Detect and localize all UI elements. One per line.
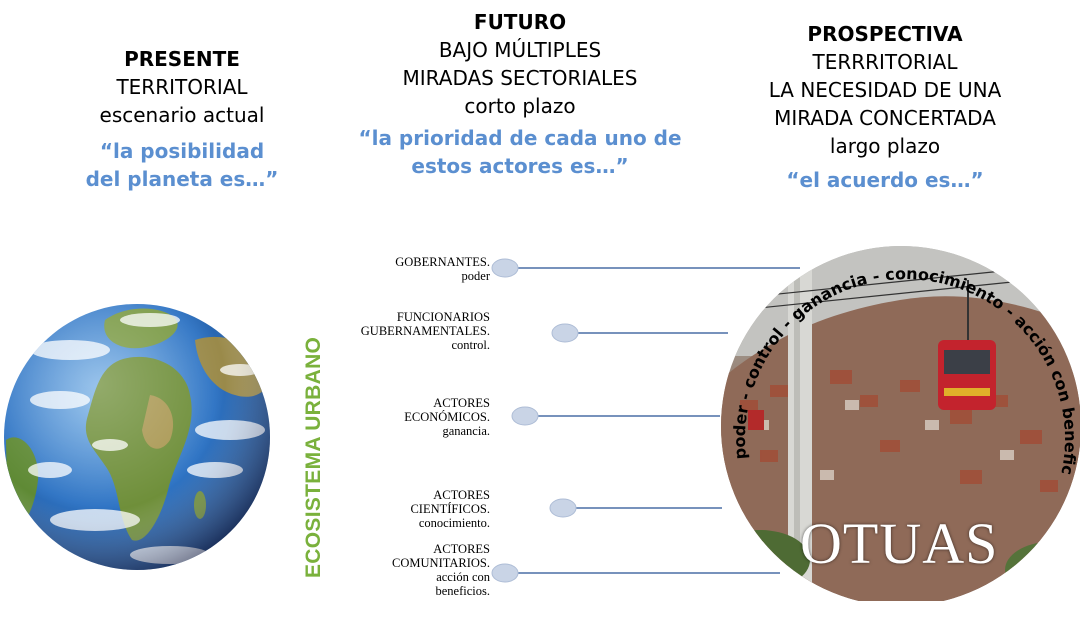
futuro-quote2: estos actores es…”	[411, 154, 629, 178]
actor-item: GOBERNANTES.poder	[300, 255, 490, 355]
actor-label-line: ACTORES	[433, 396, 490, 410]
prospectiva-line2: LA NECESIDAD DE UNA	[768, 78, 1002, 102]
prospectiva-line1: TERRRITORIAL	[812, 50, 958, 74]
connector-node	[491, 563, 519, 583]
prospectiva-column: PROSPECTIVA TERRRITORIAL LA NECESIDAD DE…	[735, 20, 1035, 194]
prospectiva-title: PROSPECTIVA	[807, 22, 963, 46]
connector-node	[551, 323, 579, 343]
diagram-graphics: poder - control - ganancia - conocimient…	[0, 0, 1080, 601]
actor-connectors	[491, 258, 800, 583]
actor-label-line: conocimiento.	[418, 516, 490, 530]
prospectiva-line4: largo plazo	[829, 134, 941, 158]
actor-label-line: GUBERNAMENTALES.	[360, 324, 490, 338]
presente-line1: TERRITORIAL	[116, 75, 248, 99]
earth-globe-icon	[4, 304, 270, 570]
presente-quote1: “la posibilidad	[99, 139, 265, 163]
futuro-line2: MIRADAS SECTORIALES	[402, 66, 638, 90]
actor-label-line: COMUNITARIOS.	[392, 556, 490, 570]
futuro-title: FUTURO	[473, 10, 567, 34]
actor-label-line: GOBERNANTES.	[395, 255, 490, 269]
connector-node	[511, 406, 539, 426]
actor-label: GOBERNANTES.poder	[395, 255, 490, 283]
actor-label-line: ECONÓMICOS.	[404, 410, 490, 424]
connector-node	[491, 258, 519, 278]
prospectiva-line3: MIRADA CONCERTADA	[774, 106, 996, 130]
actor-label-line: acción con	[436, 570, 490, 584]
actor-label-line: control.	[451, 338, 490, 352]
actor-label-line: ACTORES	[433, 542, 490, 556]
prospectiva-quote: “el acuerdo es…”	[786, 168, 984, 192]
actor-label-line: poder	[461, 269, 490, 283]
presente-column: PRESENTE TERRITORIAL escenario actual “l…	[52, 45, 312, 193]
otuas-label: OTUAS	[800, 511, 999, 576]
connector-node	[549, 498, 577, 518]
futuro-column: FUTURO BAJO MÚLTIPLES MIRADAS SECTORIALE…	[340, 8, 700, 180]
actor-label-line: FUNCIONARIOS	[396, 310, 490, 324]
presente-title: PRESENTE	[124, 47, 240, 71]
actor-label-line: ACTORES	[433, 488, 490, 502]
actor-label-line: ganancia.	[442, 424, 490, 438]
futuro-line3: corto plazo	[464, 94, 576, 118]
futuro-quote1: “la prioridad de cada uno de	[358, 126, 682, 150]
presente-line2: escenario actual	[99, 103, 265, 127]
futuro-line1: BAJO MÚLTIPLES	[438, 38, 602, 62]
actor-label-line: CIENTÍFICOS.	[410, 502, 490, 516]
actor-label-line: beneficios.	[435, 584, 491, 598]
presente-quote2: del planeta es…”	[85, 167, 279, 191]
